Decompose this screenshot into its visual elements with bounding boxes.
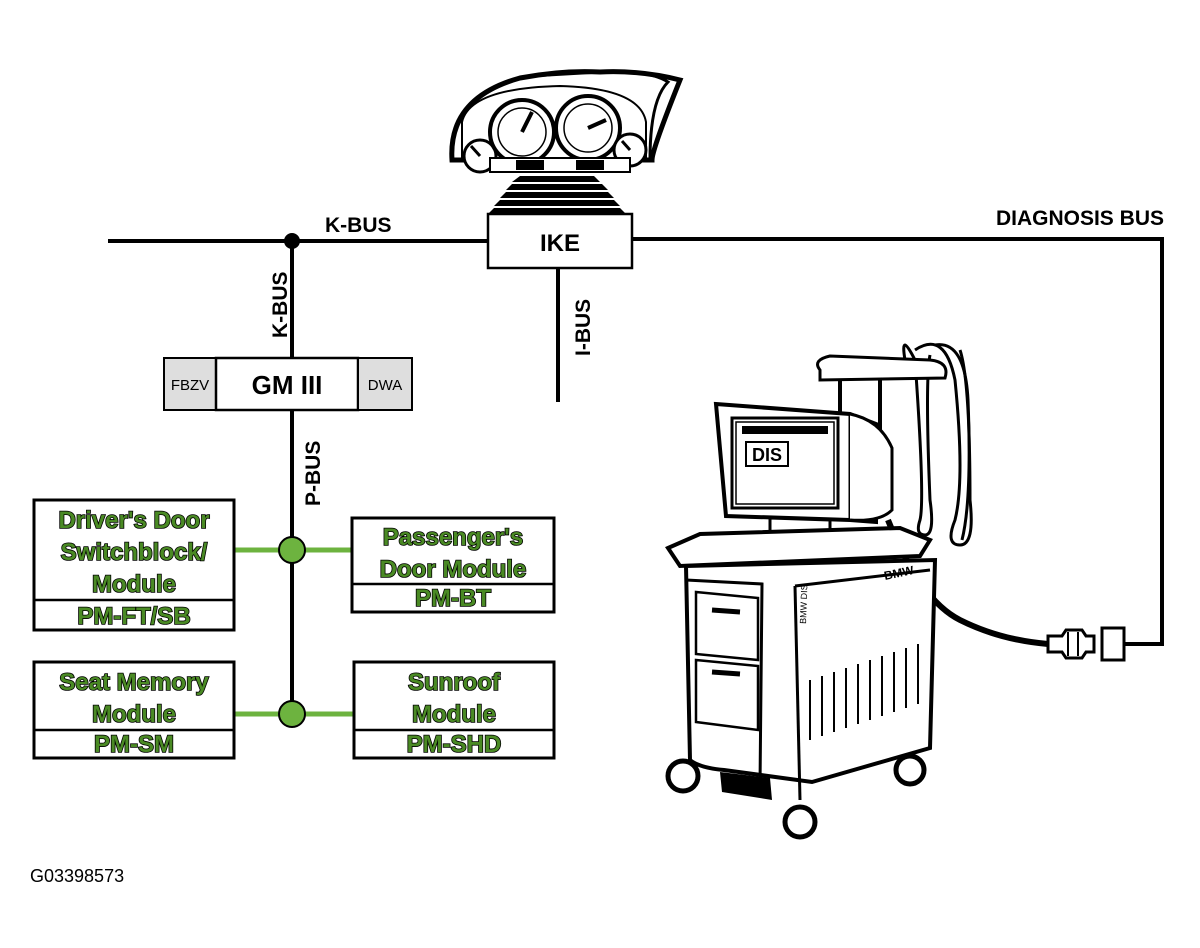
ike-label: IKE (540, 230, 580, 257)
seat-memory-code: PM-SM (94, 731, 174, 758)
dis-tester-illustration: DIS BMW BMW DIS (665, 342, 1049, 840)
junction-dot-sunroof (278, 700, 306, 728)
bus-lines (108, 233, 1164, 728)
seat-memory-module: Seat Memory Module PM-SM (32, 660, 236, 760)
i-bus-label: I-BUS (572, 299, 595, 356)
diagnosis-connector (1046, 626, 1126, 662)
drivers-door-line2: Switchblock/ (61, 539, 208, 566)
junction-dot-k-bus (284, 233, 300, 249)
sunroof-module: Sunroof Module PM-SHD (352, 660, 556, 760)
drivers-door-line1: Driver's Door (58, 507, 209, 534)
drivers-door-code: PM-FT/SB (77, 603, 190, 630)
sunroof-line2: Module (412, 701, 496, 728)
passengers-door-line2: Door Module (380, 556, 527, 583)
diagnosis-bus-label: DIAGNOSIS BUS (996, 207, 1164, 230)
tester-side-label: BMW DIS (798, 584, 809, 624)
junction-dot-passenger (278, 536, 306, 564)
sunroof-code: PM-SHD (407, 731, 502, 758)
k-bus-label: K-BUS (325, 214, 392, 237)
drivers-door-module: Driver's Door Switchblock/ Module PM-FT/… (32, 498, 236, 632)
sunroof-line1: Sunroof (408, 669, 501, 696)
figure-id: G03398573 (30, 866, 125, 886)
k-bus-vertical-label: K-BUS (269, 272, 292, 339)
passengers-door-module: Passenger's Door Module PM-BT (350, 516, 556, 614)
instrument-cluster-illustration (449, 69, 684, 214)
gm-main-label: GM III (252, 370, 323, 400)
tester-brand-label: BMW (883, 563, 916, 583)
passengers-door-code: PM-BT (415, 585, 491, 612)
dis-screen-label: DIS (752, 445, 782, 465)
seat-memory-line1: Seat Memory (59, 669, 209, 696)
p-bus-label: P-BUS (302, 441, 325, 506)
gm-fbzv-label: FBZV (171, 377, 209, 394)
diagnosis-bus-line (632, 237, 1164, 646)
gm-module: FBZV GM III DWA (163, 356, 413, 412)
seat-memory-line2: Module (92, 701, 176, 728)
passengers-door-line1: Passenger's (383, 524, 523, 551)
ike-module: IKE (486, 212, 634, 270)
drivers-door-line3: Module (92, 571, 176, 598)
gm-dwa-label: DWA (368, 377, 402, 394)
